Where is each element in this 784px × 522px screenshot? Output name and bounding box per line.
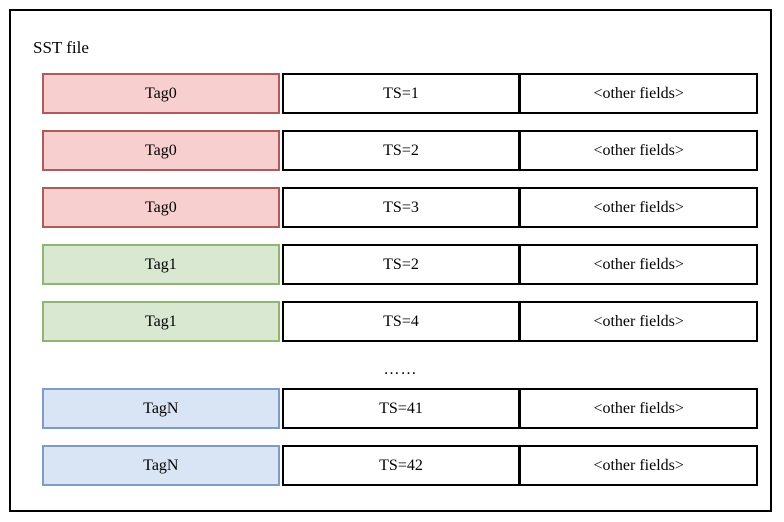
record-row: Tag0 TS=1 <other fields> [42,73,759,114]
record-row: TagN TS=42 <other fields> [42,445,759,486]
record-tag-cell: Tag0 [42,187,280,228]
record-other-cell: <other fields> [519,388,759,429]
record-row: Tag0 TS=3 <other fields> [42,187,759,228]
record-row: Tag0 TS=2 <other fields> [42,130,759,171]
record-other-cell: <other fields> [519,130,759,171]
record-tag-cell: Tag1 [42,244,280,285]
record-row: Tag1 TS=2 <other fields> [42,244,759,285]
record-tag-cell: Tag0 [42,73,280,114]
record-ts-cell: TS=41 [281,388,521,429]
record-ts-cell: TS=42 [281,445,521,486]
record-other-cell: <other fields> [519,187,759,228]
record-tag-cell: Tag1 [42,301,280,342]
record-row: Tag1 TS=4 <other fields> [42,301,759,342]
sst-file-label: SST file [33,38,89,57]
record-ts-cell: TS=3 [281,187,521,228]
sst-file-container: SST file Tag0 TS=1 <other fields> Tag0 T… [9,9,772,512]
record-row: TagN TS=41 <other fields> [42,388,759,429]
record-other-cell: <other fields> [519,445,759,486]
record-ts-cell: TS=1 [281,73,521,114]
record-other-cell: <other fields> [519,73,759,114]
record-ts-cell: TS=4 [281,301,521,342]
record-tag-cell: Tag0 [42,130,280,171]
record-tag-cell: TagN [42,388,280,429]
record-tag-cell: TagN [42,445,280,486]
ellipsis-separator: …… [383,361,418,378]
record-other-cell: <other fields> [519,244,759,285]
record-ts-cell: TS=2 [281,244,521,285]
record-other-cell: <other fields> [519,301,759,342]
record-ts-cell: TS=2 [281,130,521,171]
